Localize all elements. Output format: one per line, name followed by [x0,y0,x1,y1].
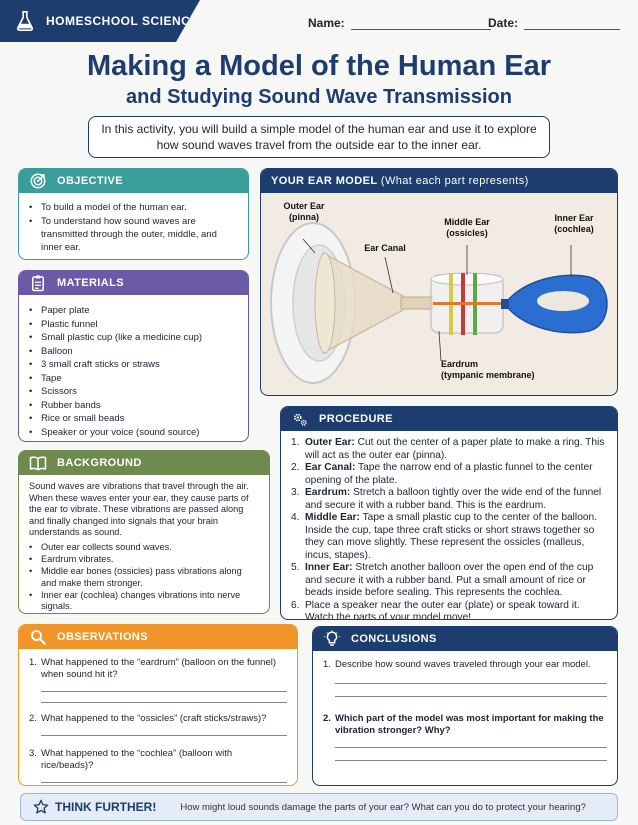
list-item: Paper plate [29,304,238,317]
observations-card: OBSERVATIONS 1.What happened to the “ear… [18,624,298,786]
list-item: To understand how sound waves are transm… [29,215,238,254]
page-title: Making a Model of the Human Ear [86,50,552,82]
label-inner-ear: Inner Ear(cochlea) [554,213,594,234]
list-item: Balloon [29,345,238,358]
observations-header: OBSERVATIONS [19,625,297,649]
procedure-card: PROCEDURE 1.Outer Ear: Cut out the cente… [280,406,618,620]
think-further-heading: THINK FURTHER! [55,800,157,814]
flask-icon [16,11,34,31]
objective-header: OBJECTIVE [19,169,248,193]
label-outer-ear: Outer Ear(pinna) [283,201,325,222]
conclusions-card: CONCLUSIONS 1.Describe how sound waves t… [312,626,618,786]
procedure-step: 1.Outer Ear: Cut out the center of a pap… [291,437,605,461]
procedure-header: PROCEDURE [281,407,617,431]
date-field[interactable]: Date: [488,16,621,30]
answer-line[interactable] [41,691,287,692]
background-paragraph: Sound waves are vibrations that travel t… [29,481,249,538]
label-middle-ear: Middle Ear(ossicles) [444,217,490,238]
list-item: Inner ear (cochlea) changes vibrations i… [29,590,259,613]
list-item: To build a model of the human ear. [29,201,238,214]
objective-card: OBJECTIVE To build a model of the human … [18,168,249,260]
answer-line[interactable] [335,760,607,761]
list-item: Small plastic cup (like a medicine cup) [29,331,238,344]
observation-question: 1.What happened to the “eardrum” (balloo… [29,657,277,680]
list-item: Speaker or your voice (sound source) [29,426,238,439]
ear-model-card: YOUR EAR MODEL (What each part represent… [260,168,618,396]
badge-label: HOMESCHOOL SCIENCE [46,14,199,28]
list-item: Outer ear collects sound waves. [29,542,259,554]
magnifier-icon [31,630,46,645]
procedure-step: 3.Eardrum: Stretch a balloon tightly ove… [291,487,602,511]
answer-line[interactable] [41,702,287,703]
ear-model-header: YOUR EAR MODEL (What each part represent… [261,169,617,193]
procedure-step: 5.Inner Ear: Stretch another balloon ove… [291,562,594,598]
list-item: Rice or small beads [29,412,238,425]
answer-line[interactable] [335,696,607,697]
answer-line[interactable] [41,782,287,783]
list-item: Plastic funnel [29,318,238,331]
list-item: Eardrum vibrates. [29,554,259,566]
name-field[interactable]: Name: [308,16,491,30]
conclusions-header: CONCLUSIONS [313,627,617,651]
materials-card: MATERIALS Paper plate Plastic funnel Sma… [18,270,249,442]
label-ear-canal: Ear Canal [364,243,406,253]
label-eardrum: Eardrum(tympanic membrane) [441,359,535,380]
list-item: 3 small craft sticks or straws [29,358,238,371]
list-item: Rubber bands [29,399,238,412]
list-item: Middle ear bones (ossicles) pass vibrati… [29,566,259,589]
background-header: BACKGROUND [19,451,269,475]
target-icon [30,173,46,189]
page-subtitle: and Studying Sound Wave Transmission [126,86,512,108]
star-icon [33,799,49,814]
procedure-step: 4.Middle Ear: Tape a small plastic cup t… [291,512,598,561]
answer-line[interactable] [335,747,607,748]
book-icon [29,456,47,471]
conclusion-question: 1.Describe how sound waves traveled thro… [323,659,591,670]
gears-icon [293,413,307,426]
procedure-step: 2.Ear Canal: Tape the narrow end of a pl… [291,462,593,486]
think-further-text: How might loud sounds damage the parts o… [180,801,586,813]
ear-model-illustration [270,222,608,384]
materials-header: MATERIALS [19,271,248,295]
observation-question: 3.What happened to the “cochlea” (balloo… [29,748,233,771]
list-item: Scissors [29,385,238,398]
answer-line[interactable] [335,683,607,684]
observation-question: 2.What happened to the “ossicles” (craft… [29,713,267,724]
procedure-step: 6.Place a speaker near the outer ear (pl… [291,599,580,620]
intro-box: In this activity, you will build a simpl… [88,116,550,158]
think-further-bar: THINK FURTHER! How might loud sounds dam… [20,793,618,821]
conclusion-question: 2.Which part of the model was most impor… [323,713,604,736]
answer-line[interactable] [41,735,287,736]
clipboard-icon [32,275,44,292]
list-item: Tape [29,372,238,385]
lightbulb-icon [324,630,340,646]
background-card: BACKGROUND Sound waves are vibrations th… [18,450,270,614]
header-badge: HOMESCHOOL SCIENCE [0,0,200,42]
